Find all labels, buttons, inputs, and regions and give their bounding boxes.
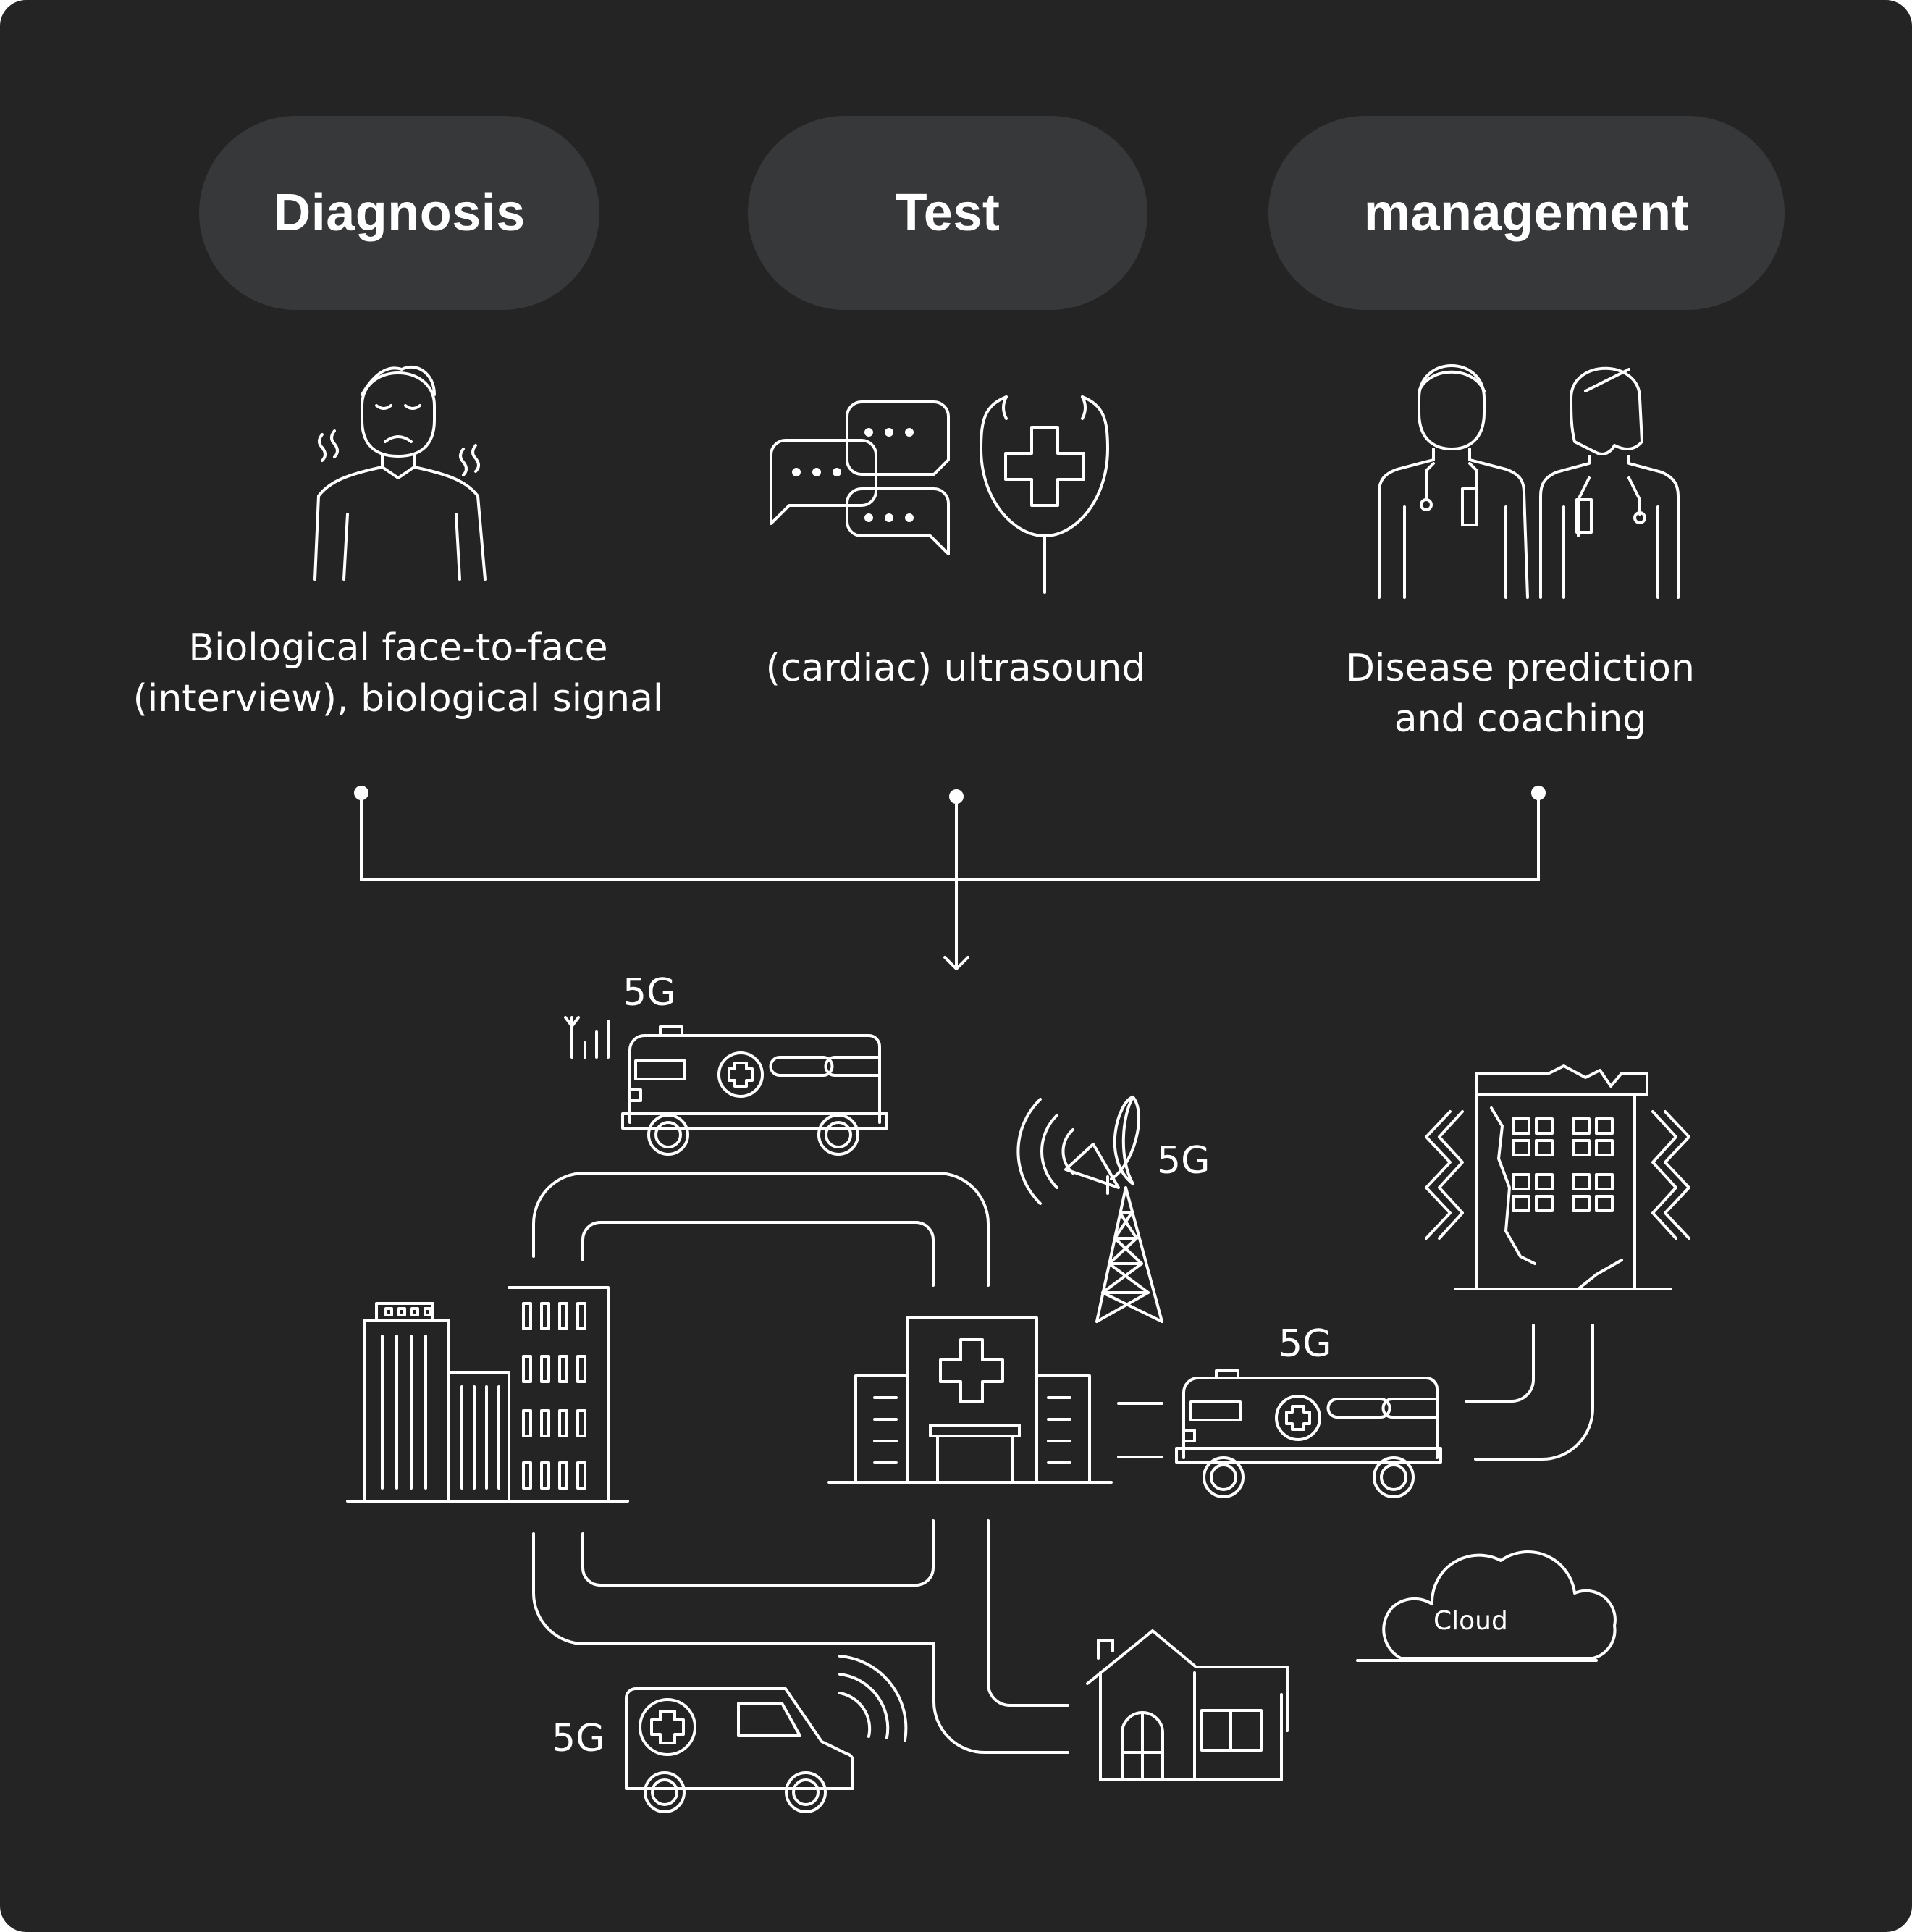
stage-pill-test: Test bbox=[748, 116, 1147, 310]
stage-title-test: Test bbox=[895, 184, 1001, 242]
label-5g-bottom: 5G bbox=[552, 1717, 605, 1760]
caption-line: (interview), biological signal bbox=[132, 677, 664, 721]
damaged-building-icon bbox=[1425, 1064, 1690, 1290]
signal-tower-icon bbox=[1016, 1096, 1163, 1323]
label-5g-middle: 5G bbox=[1279, 1322, 1331, 1366]
roads bbox=[532, 1172, 1594, 1754]
stethoscope-cross-icon bbox=[980, 395, 1109, 594]
stage-title-diagnosis: Diagnosis bbox=[273, 184, 526, 242]
ambulance-middle-icon bbox=[1175, 1369, 1442, 1498]
ambulance-van-icon bbox=[625, 1655, 908, 1813]
cloud-icon bbox=[1356, 1550, 1617, 1662]
label-cloud: Cloud bbox=[1433, 1606, 1508, 1636]
connector-lines bbox=[354, 786, 1546, 970]
house-icon bbox=[1086, 1629, 1289, 1781]
label-5g-top: 5G bbox=[623, 971, 675, 1015]
stage-title-management: management bbox=[1363, 184, 1690, 242]
office-buildings-icon bbox=[346, 1286, 629, 1503]
caption-line: (cardiac) ultrasound bbox=[765, 647, 1146, 690]
doctors-icon bbox=[1378, 364, 1680, 599]
hospital-icon bbox=[827, 1316, 1113, 1484]
caption-line: Disease prediction bbox=[1346, 647, 1695, 690]
ambulance-top-icon bbox=[564, 1016, 888, 1156]
chat-bubbles-icon bbox=[770, 400, 950, 555]
caption-line: Biological face-to-face bbox=[188, 626, 608, 670]
sick-person-icon bbox=[313, 365, 487, 581]
caption-test: (cardiac) ultrasound bbox=[695, 643, 1216, 694]
label-5g-tower: 5G bbox=[1157, 1139, 1210, 1183]
stage-pill-management: management bbox=[1268, 116, 1785, 310]
stage-pill-diagnosis: Diagnosis bbox=[199, 116, 599, 310]
caption-line: and coaching bbox=[1394, 697, 1647, 741]
caption-management: Disease prediction and coaching bbox=[1281, 643, 1759, 744]
caption-diagnosis: Biological face-to-face (interview), bio… bbox=[87, 623, 709, 724]
